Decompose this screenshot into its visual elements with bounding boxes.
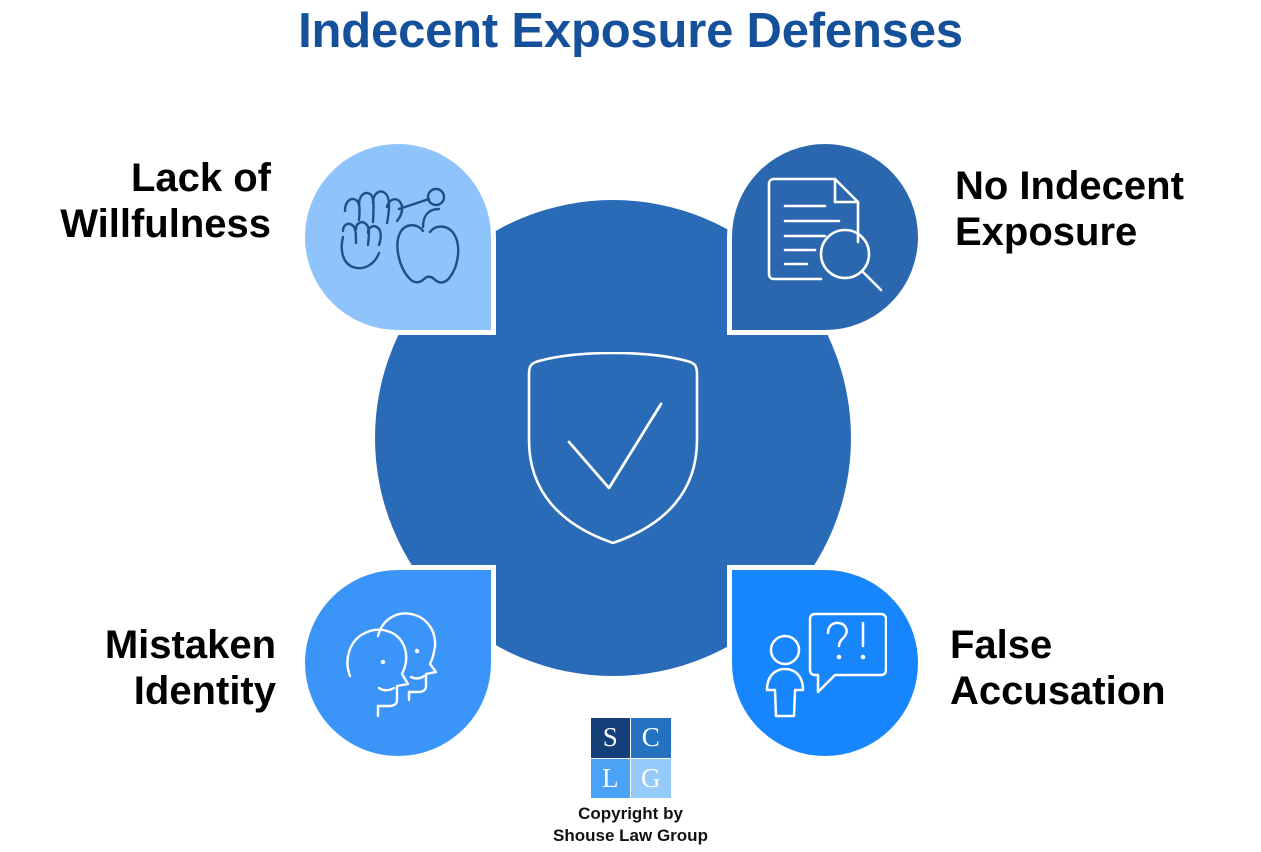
- logo-letter-g: G: [631, 758, 671, 798]
- defense-label-mistaken-identity: Mistaken Identity: [104, 623, 276, 714]
- defense-label-lack-of-willfulness: Lack of Willfulness: [60, 156, 271, 247]
- shouse-law-group-logo: S C L G: [590, 718, 671, 798]
- petal-icon-wrap: [732, 570, 918, 756]
- logo-letter-s: S: [590, 718, 630, 758]
- petal-icon-wrap: [305, 144, 491, 330]
- defense-petal-mistaken-identity[interactable]: [300, 565, 496, 761]
- defense-label-false-accusation: False Accusation: [950, 623, 1166, 714]
- defense-label-no-indecent-exposure: No Indecent Exposure: [955, 164, 1184, 255]
- hand-apple-icon: [340, 187, 460, 284]
- two-faces-icon: [346, 612, 438, 718]
- petal-icon-wrap: [305, 570, 491, 756]
- logo-letter-c: C: [631, 718, 671, 758]
- copyright-text: Copyright by Shouse Law Group: [553, 804, 708, 845]
- footer-branding: S C L G Copyright by Shouse Law Group: [0, 718, 1261, 847]
- page-title: Indecent Exposure Defenses: [298, 4, 963, 58]
- defense-petal-no-indecent-exposure[interactable]: [727, 139, 923, 335]
- logo-letter-l: L: [590, 758, 630, 798]
- petal-icon-wrap: [732, 144, 918, 330]
- defense-petal-false-accusation[interactable]: [727, 565, 923, 761]
- person-speech-bubble-icon: [765, 612, 887, 718]
- shield-check-icon: [527, 352, 699, 544]
- document-search-icon: [767, 177, 883, 292]
- defense-petal-lack-of-willfulness[interactable]: [300, 139, 496, 335]
